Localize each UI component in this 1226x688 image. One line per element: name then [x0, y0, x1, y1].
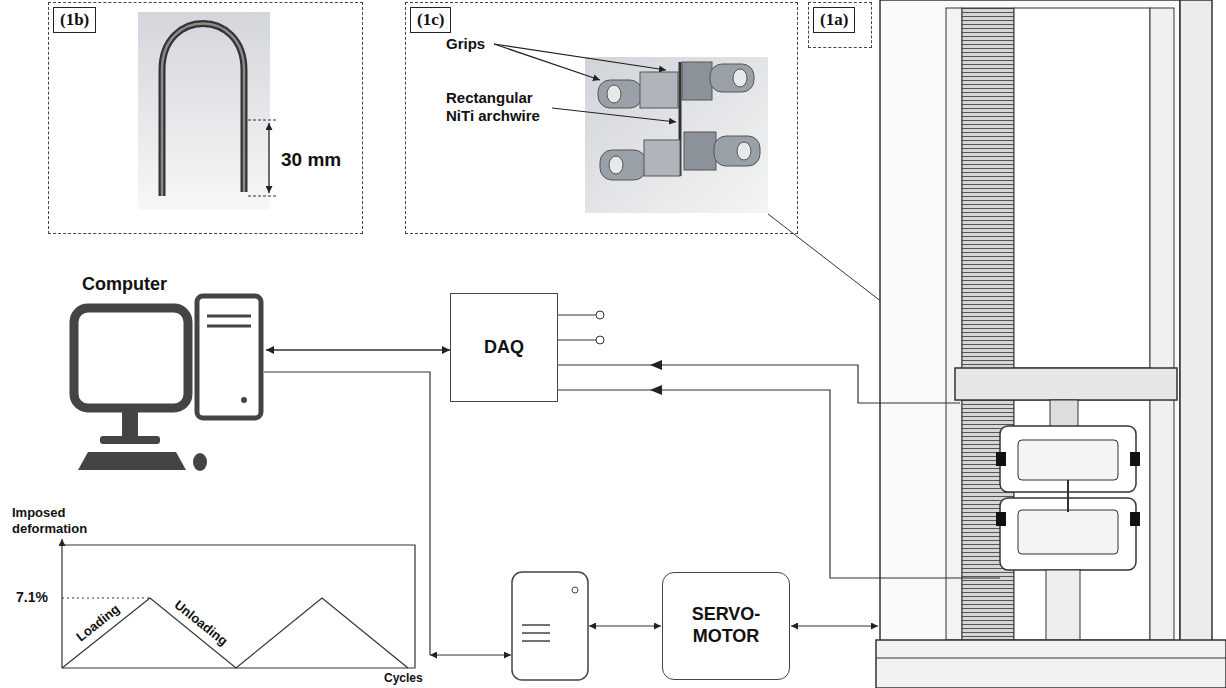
device-label: DAQ	[484, 337, 524, 359]
figure-ground	[585, 57, 768, 213]
computer-icon	[74, 296, 261, 471]
monitor	[74, 308, 188, 408]
archwire-figure	[138, 12, 276, 210]
power-button	[241, 397, 247, 403]
grip-hole	[607, 85, 621, 103]
grip-cylinder	[710, 64, 754, 92]
signal-wires	[264, 311, 1000, 655]
segment-label: Unloading	[171, 597, 230, 649]
y-axis	[61, 539, 62, 668]
grip-jaw	[684, 132, 716, 170]
keyboard	[78, 452, 186, 470]
connector-arrow	[266, 349, 450, 350]
grip-jaw	[682, 62, 712, 100]
grip-tab	[996, 452, 1006, 466]
triangle-wave	[62, 598, 408, 668]
lower-rod	[1046, 570, 1080, 640]
control-wire	[264, 372, 430, 655]
control-arrow	[791, 625, 878, 626]
device-label: Computer	[82, 274, 167, 296]
chart-frame	[62, 545, 415, 668]
dimension-arrow	[268, 123, 269, 193]
signal-arrowhead	[650, 360, 662, 370]
machine-frame	[880, 0, 1180, 642]
column	[1150, 8, 1174, 640]
device-label: SERVO-MOTOR	[681, 604, 771, 647]
figure-ground	[138, 12, 270, 210]
tower	[197, 296, 261, 418]
grip-cylinder	[598, 80, 642, 108]
specimen	[1067, 480, 1069, 512]
grip-jaw	[640, 72, 678, 108]
computer-unit: Computer	[68, 272, 266, 507]
mouse	[193, 453, 207, 471]
figure-panel: (1b) 30 mm	[48, 2, 363, 234]
grip-hole	[733, 69, 747, 87]
grip-tab	[1130, 512, 1140, 526]
controller-box	[512, 572, 588, 680]
segment-label: Loading	[73, 601, 122, 645]
grips-figure	[494, 44, 768, 213]
leader-arrow	[494, 44, 666, 70]
sensor-wire	[558, 390, 1000, 578]
leader-arrow	[494, 44, 600, 80]
panel-tag: (1b)	[53, 7, 96, 33]
upper-window	[1014, 8, 1150, 368]
grip-hole	[737, 142, 751, 160]
u-wire	[162, 24, 244, 197]
control-arrow	[430, 654, 511, 655]
controller-led	[572, 587, 578, 593]
grip-jaw	[644, 140, 680, 176]
axis-title: Cycles	[384, 671, 423, 685]
control-arrow	[589, 625, 661, 626]
inner-frame	[946, 8, 962, 640]
signal-arrowhead	[650, 385, 662, 395]
extension-line	[248, 120, 276, 196]
panel-tag: (1a)	[813, 7, 855, 33]
terminal	[596, 336, 604, 344]
level-line	[62, 597, 150, 598]
axis-title: Imposed deformation	[12, 505, 100, 536]
loading-chart	[62, 539, 415, 668]
monitor-base	[100, 436, 160, 444]
drive-bay	[207, 316, 251, 326]
grip-inner	[1018, 510, 1118, 554]
grip-tab	[1130, 452, 1140, 466]
part-label: Grips	[446, 35, 485, 53]
dimension-label: 30 mm	[281, 149, 341, 172]
leader-arrow	[552, 108, 676, 122]
grip-cylinder	[600, 150, 646, 180]
grip-inner	[1018, 440, 1118, 480]
machine-side	[1180, 0, 1212, 642]
grip-tab	[996, 512, 1006, 526]
base-edge	[876, 658, 1226, 659]
upper-rod	[1050, 400, 1078, 428]
part-label: Rectangular NiTi archwire	[446, 89, 558, 125]
figure-panel: (1c) GripsRectangular NiTi archwire	[405, 2, 798, 234]
controller-vent	[522, 625, 550, 641]
sensor-wire	[558, 365, 960, 403]
monitor-stand	[122, 412, 138, 438]
machine-base	[876, 640, 1226, 688]
daq-box: DAQ	[450, 293, 558, 402]
figure-panel: (1a)	[808, 2, 872, 48]
panel-tag: (1c)	[410, 7, 451, 33]
channel-wire	[558, 315, 596, 340]
controller-unit	[512, 572, 588, 680]
terminal	[596, 311, 604, 319]
servo-motor-box: SERVO-MOTOR	[662, 572, 790, 680]
u-wire-highlight	[162, 24, 244, 197]
grip-cylinder	[714, 136, 760, 166]
testing-machine	[876, 0, 1226, 688]
grip-hole	[609, 156, 623, 174]
crosshead	[955, 368, 1177, 400]
tick-label: 7.1%	[16, 589, 48, 606]
